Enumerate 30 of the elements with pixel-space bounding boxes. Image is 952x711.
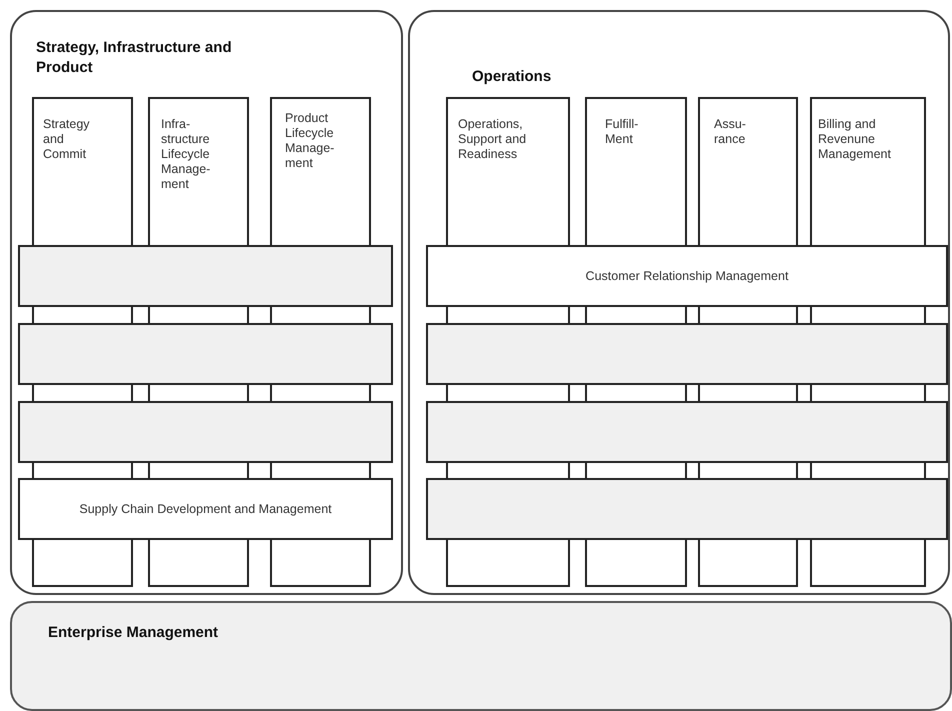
column-label: Strategy and Commit bbox=[43, 117, 91, 162]
band-label: Customer Relationship Management bbox=[584, 268, 790, 284]
section-heading: Operations bbox=[472, 67, 552, 87]
band-bar bbox=[426, 401, 948, 463]
band-bar bbox=[18, 401, 393, 463]
band-bar bbox=[18, 323, 393, 385]
column-label: Infra- structure Lifecycle Manage- ment bbox=[161, 117, 212, 192]
column-box bbox=[270, 97, 371, 245]
column-label: Operations, Support and Readiness bbox=[458, 117, 528, 162]
column-box bbox=[148, 97, 249, 245]
section-heading: Strategy, Infrastructure and Product bbox=[36, 38, 233, 78]
column-box bbox=[446, 97, 570, 245]
band-box bbox=[426, 245, 948, 307]
band-bar bbox=[426, 478, 948, 540]
band-bar bbox=[18, 245, 393, 307]
column-box bbox=[585, 97, 687, 245]
band-bar bbox=[426, 323, 948, 385]
column-label: Assu- rance bbox=[714, 117, 747, 147]
band-box bbox=[18, 478, 393, 540]
column-label: Billing and Revenune Management bbox=[818, 117, 892, 162]
section-panel bbox=[408, 10, 950, 595]
section-heading: Enterprise Management bbox=[48, 623, 220, 643]
column-label: Product Lifecycle Manage- ment bbox=[285, 111, 336, 171]
column-box bbox=[810, 97, 926, 245]
band-label: Supply Chain Development and Management bbox=[78, 500, 333, 518]
section-panel bbox=[10, 10, 403, 595]
column-box bbox=[698, 97, 798, 245]
column-box bbox=[32, 97, 133, 245]
section-panel bbox=[10, 601, 952, 711]
column-label: Fulfill- Ment bbox=[605, 117, 640, 147]
